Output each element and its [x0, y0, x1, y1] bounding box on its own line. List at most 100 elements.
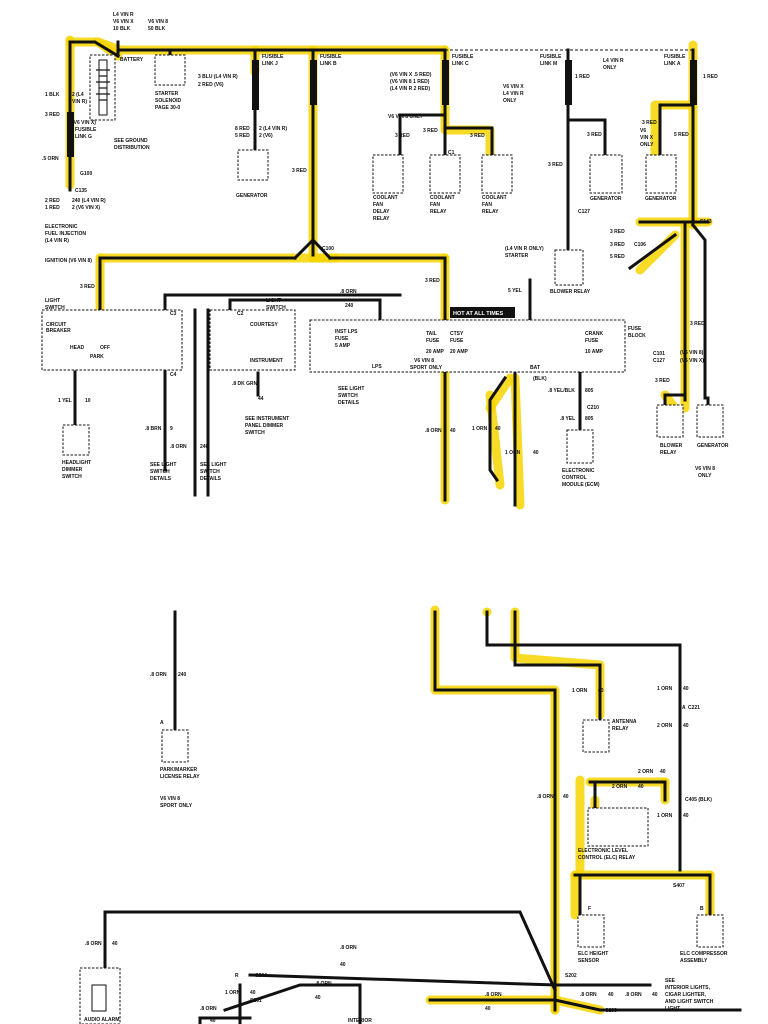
- wire-label: 5 YEL: [508, 288, 522, 294]
- wire-label: BREAKER: [46, 328, 71, 334]
- wire-label: 3 BLU (L4 VIN R): [198, 74, 238, 80]
- wire-trace: [566, 118, 607, 157]
- wire-label: S407: [673, 883, 685, 889]
- wire-label: 40: [315, 995, 321, 1001]
- wire-label: ONLY: [698, 473, 712, 479]
- fl-b-2: LINK B: [320, 61, 337, 67]
- wire-label: INSTRUMENT: [250, 358, 283, 364]
- wire-label: 3 RED: [690, 321, 705, 327]
- wire-label: FUSE: [450, 338, 464, 344]
- wire-label: C101: [653, 351, 665, 357]
- wire-label: RELAY: [373, 216, 390, 222]
- wire-label: SWITCH: [200, 469, 220, 475]
- wire-label: ELECTRONIC LEVEL: [578, 848, 628, 854]
- wire-label: .8 ORN: [170, 444, 187, 450]
- wire-label: GENERATOR: [645, 196, 677, 202]
- wire-label: R: [235, 973, 239, 979]
- wire-label: (L4 VIN R 2 RED): [390, 86, 430, 92]
- wire-trace: [485, 610, 682, 872]
- wire-label: G100: [80, 171, 92, 177]
- wire-label: LIGHT: [45, 298, 60, 304]
- wire-label: 3 RED: [423, 128, 438, 134]
- generator-m-box: [589, 154, 623, 194]
- wire-label: A: [160, 720, 164, 726]
- wire-label: 240: [345, 303, 354, 309]
- wire-label: 1 ORN: [572, 688, 588, 694]
- wire-label: C2: [237, 311, 244, 317]
- coolant-delay-relay-box: [372, 154, 404, 194]
- wire-label: 40: [495, 426, 501, 432]
- wire-label: 2 (L4: [72, 92, 84, 98]
- highlight-layer-bottom: [425, 605, 715, 1015]
- wire-label: C405 (BLK): [685, 797, 712, 803]
- wire-label: V6 VIN X: [503, 84, 524, 90]
- wire-label: CRANK: [585, 331, 603, 337]
- wire-label: S202: [565, 973, 577, 979]
- wire-label: 40: [683, 686, 689, 692]
- wire-trace: [588, 780, 667, 802]
- wire-label: S201: [250, 998, 262, 1004]
- wire-label: 1 ORN: [657, 686, 673, 692]
- wire-label: 2 ORN: [638, 769, 654, 775]
- antenna-relay-box: [582, 719, 610, 753]
- wire-label: LIGHT: [665, 1006, 680, 1012]
- wire-label: 5 RED: [235, 133, 250, 139]
- wire-label: C210: [587, 405, 599, 411]
- wire-label: SPORT ONLY: [410, 365, 443, 371]
- wire-label: BLOWER: [660, 443, 683, 449]
- wire-label: 40: [533, 450, 539, 456]
- wire-label: C204: [255, 973, 267, 979]
- wire-label: INTERIOR: [348, 1018, 372, 1024]
- wire-label: DIMMER: [62, 467, 83, 473]
- wire-label: 1 RED: [703, 74, 718, 80]
- wire-label: 1 BLK: [45, 92, 60, 98]
- wire-label: VIN R): [72, 99, 87, 105]
- wire-label: ELECTRONIC: [562, 468, 595, 474]
- wire-label: 3 RED: [45, 112, 60, 118]
- components-bottom: [79, 719, 724, 1024]
- wire-label: SWITCH: [266, 305, 286, 311]
- fl-b-1: FUSIBLE: [320, 54, 342, 60]
- wire-trace: [292, 237, 333, 261]
- fl-a-1: FUSIBLE: [664, 54, 686, 60]
- wire-label: 3 RED: [655, 378, 670, 384]
- fl-j-2: LINK J: [262, 61, 278, 67]
- wire-label: B: [700, 906, 704, 912]
- fl-c-2: LINK C: [452, 61, 469, 67]
- wire-label: 40: [485, 1006, 491, 1012]
- wire-label: SEE LIGHT: [150, 462, 176, 468]
- wire-label: 805: [585, 388, 594, 394]
- wire-label: 40: [563, 794, 569, 800]
- wire-label: 40: [112, 941, 118, 947]
- wire-label: ANTENNA: [612, 719, 637, 725]
- wire-label: SEE: [665, 978, 676, 984]
- starter-label-2: SOLENOID: [155, 98, 182, 104]
- wire-trace: [428, 998, 742, 1012]
- wire-label: 1 ORN: [505, 450, 521, 456]
- wire-label: V6 VIN 8 ONLY: [388, 114, 423, 120]
- wire-label: IGNITION (V6 VIN 8): [45, 258, 92, 264]
- wire-label: 2 ORN: [657, 723, 673, 729]
- wire-label: RELAY: [482, 209, 499, 215]
- fusible-link-j: [252, 60, 259, 110]
- wire-label: 10 AMP: [585, 349, 604, 355]
- wire-label: CONTROL: [562, 475, 587, 481]
- fl-m-1: FUSIBLE: [540, 54, 562, 60]
- wire-label: 40: [608, 992, 614, 998]
- fl-c-1: FUSIBLE: [452, 54, 474, 60]
- generator-a-box: [645, 154, 677, 194]
- wire-label: C233: [605, 1008, 617, 1014]
- wire-label: 40: [638, 784, 644, 790]
- wire-label: GENERATOR: [590, 196, 622, 202]
- wire-label: PANEL DIMMER: [245, 423, 284, 429]
- wire-label: FAN: [373, 202, 383, 208]
- wire-label: V6 VIN 8: [160, 796, 180, 802]
- wire-label: ONLY: [603, 65, 617, 71]
- wire-label: DETAILS: [150, 476, 172, 482]
- wire-label: 3 RED: [395, 133, 410, 139]
- wire-trace: [488, 375, 508, 483]
- header-v6-8: V6 VIN 8: [148, 19, 168, 25]
- wire-trace: [627, 232, 678, 271]
- wire-label: 3 RED: [425, 278, 440, 284]
